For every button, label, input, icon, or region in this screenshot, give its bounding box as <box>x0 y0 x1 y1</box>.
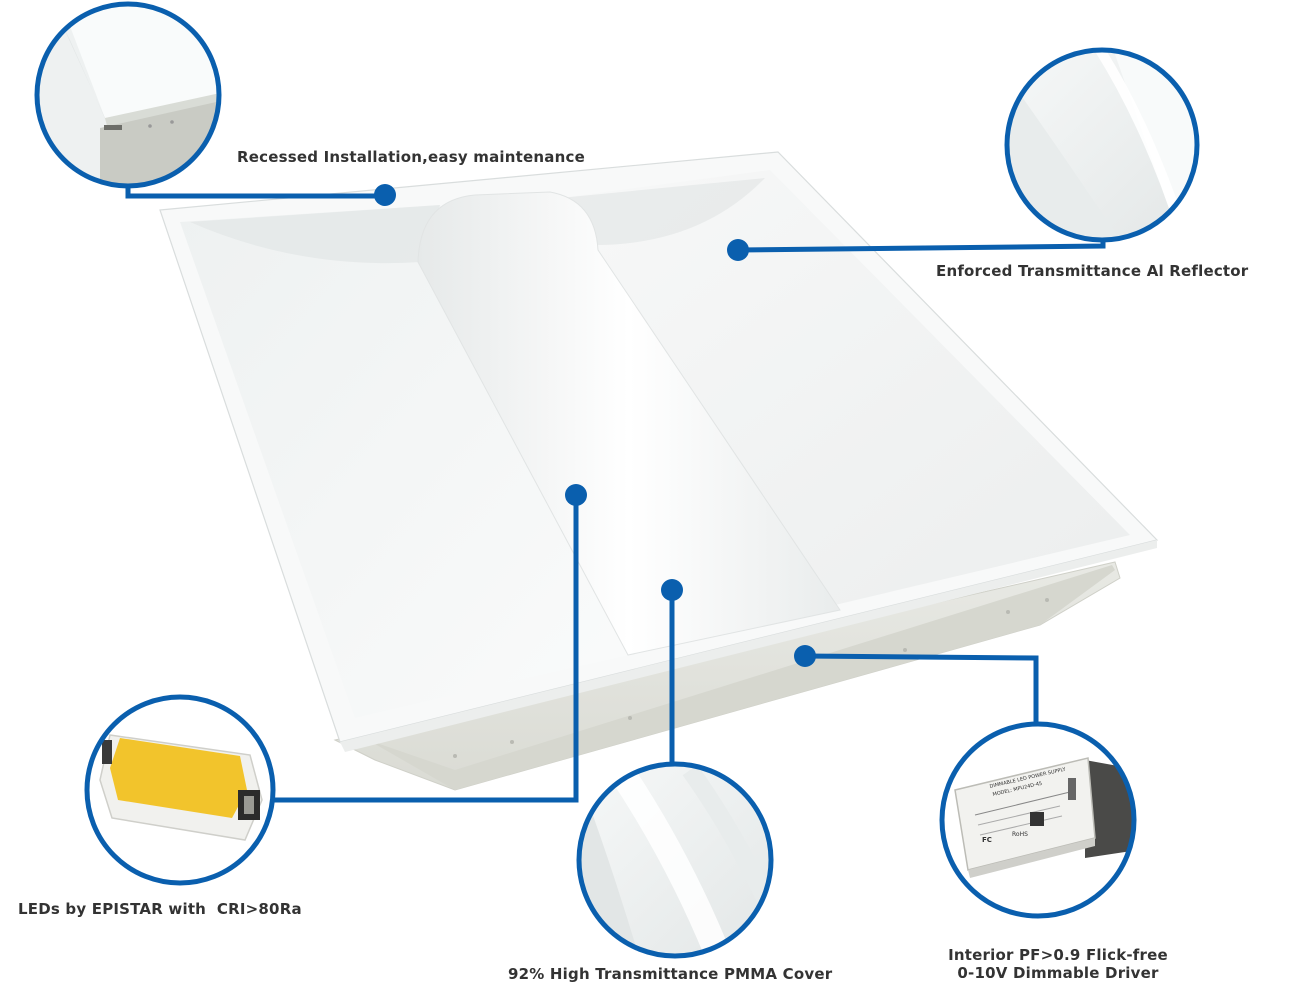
zoom-circle-led <box>84 694 276 886</box>
top-reflector-curve-right <box>560 178 765 245</box>
housing-bottom-edge <box>368 565 1115 790</box>
driver-label-rohs: RoHS <box>1012 831 1028 838</box>
dot-cover <box>661 579 683 601</box>
label-reflector: Enforced Transmittance Al Reflector <box>936 262 1249 280</box>
line-driver <box>804 653 1039 724</box>
mounting-holes <box>453 598 1049 758</box>
label-pmma-cover: 92% High Transmittance PMMA Cover <box>508 965 833 983</box>
led-phosphor <box>110 738 247 818</box>
line-leds <box>273 495 579 803</box>
left-reflector-panel <box>180 205 628 718</box>
zoom-circle-recessed <box>34 1 222 189</box>
label-recessed-installation: Recessed Installation,easy maintenance <box>237 148 585 166</box>
zoom-circle-cover <box>576 761 774 959</box>
driver-label-fc: FC <box>982 836 992 844</box>
line-recessed <box>125 180 385 199</box>
dot-recessed <box>374 184 396 206</box>
right-reflector-panel <box>560 170 1130 605</box>
dot-leds <box>565 484 587 506</box>
label-driver-line1: Interior PF>0.9 Flick-free <box>948 946 1168 964</box>
dot-reflector <box>727 239 749 261</box>
label-driver-line2: 0-10V Dimmable Driver <box>957 964 1159 982</box>
fixture-front-lip <box>340 540 1157 752</box>
label-leds: LEDs by EPISTAR with CRI>80Ra <box>18 900 302 918</box>
zoom-circle-driver: DIMMABLE LED POWER SUPPLY MODEL: MPU24D-… <box>939 721 1137 919</box>
zoom-circle-reflector <box>1004 47 1200 243</box>
center-pmma-cover <box>417 191 841 656</box>
top-reflector-curve <box>190 205 440 264</box>
dot-driver <box>794 645 816 667</box>
troffer-fixture <box>159 151 1159 791</box>
label-driver: Interior PF>0.9 Flick-free 0-10V Dimmabl… <box>928 946 1188 982</box>
callout-dots <box>374 184 816 667</box>
